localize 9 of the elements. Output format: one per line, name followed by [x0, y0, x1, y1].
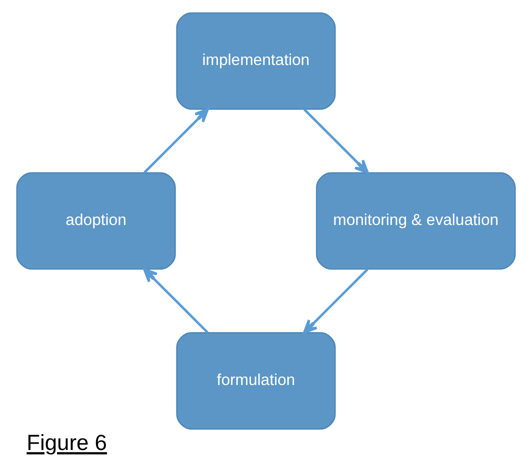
node-box: monitoring & evaluation: [315, 172, 516, 270]
caption: Figure 6: [26, 430, 106, 456]
arrow: [143, 108, 208, 174]
arrow: [142, 268, 208, 334]
node-box: implementation: [176, 12, 336, 110]
arrow: [303, 108, 368, 174]
arrow: [302, 268, 368, 334]
node-box: formulation: [176, 332, 336, 430]
node-box: adoption: [16, 172, 176, 270]
